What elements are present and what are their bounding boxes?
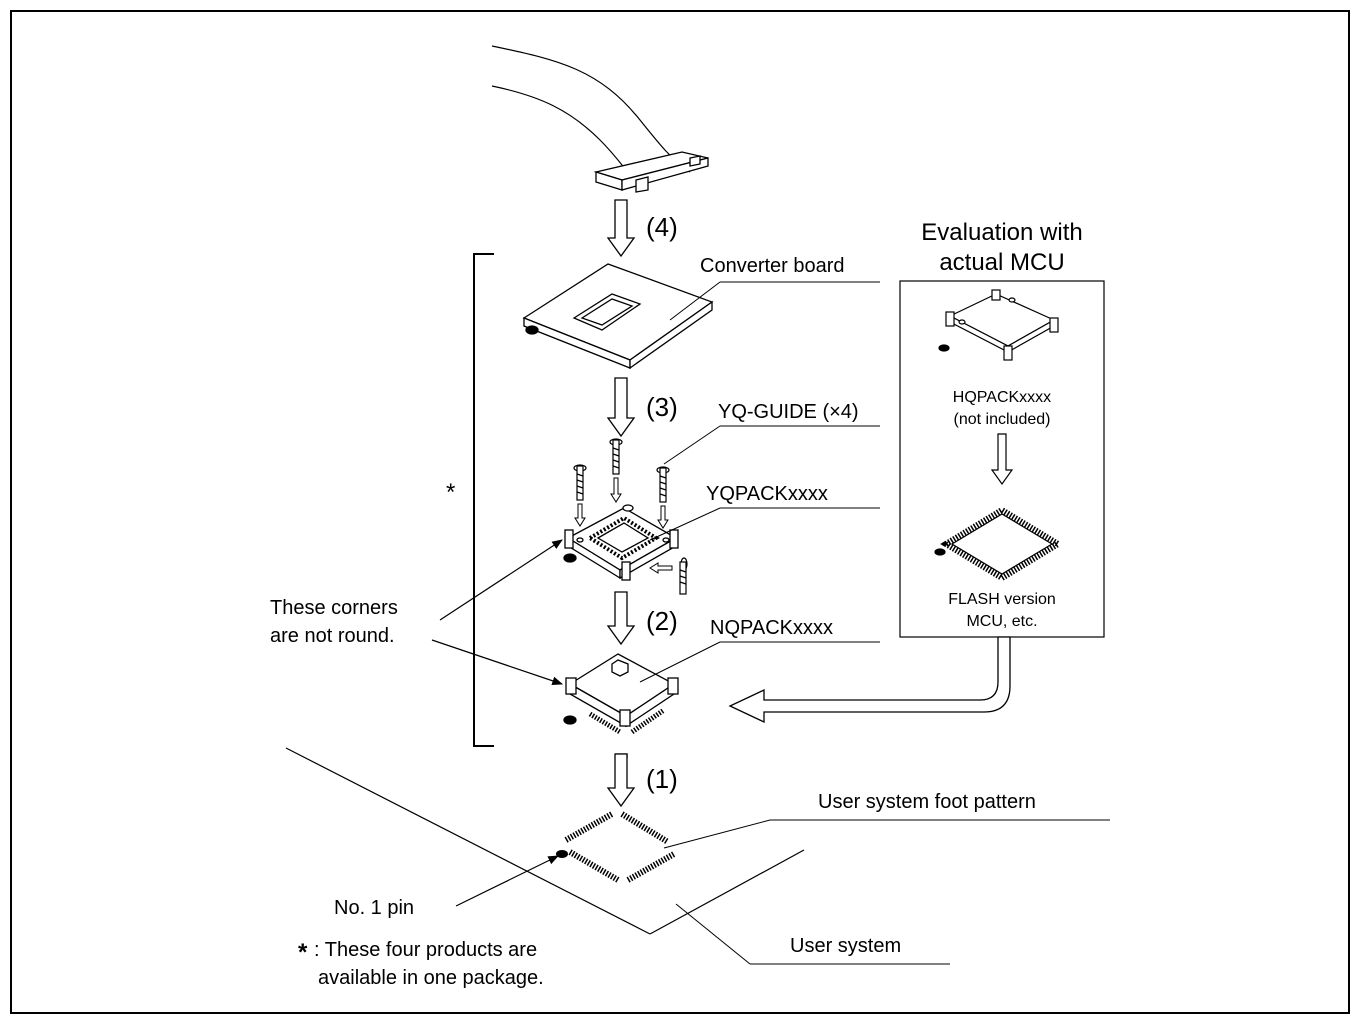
no1-pin-label: No. 1 pin [334,897,414,919]
pin1-marker [556,850,568,858]
corners-arrow-nqpack [431,639,564,685]
step-label-3: (3) [646,392,678,422]
hqpack-label: HQPACKxxxx [953,389,1051,406]
yq-guide-screws [573,438,688,595]
yq-guide-label: YQ-GUIDE (×4) [718,401,859,423]
hqpack-to-mcu-arrow [990,433,1014,486]
nqpack-leader [639,641,721,683]
evaluation-return-arrow [728,636,1011,724]
hollow-arrow-4 [606,199,636,258]
cable-connector [593,151,709,193]
nqpack-label: NQPACKxxxx [710,617,833,639]
no1-pin-arrow [455,855,559,907]
flat-cable [491,45,691,173]
screw-arrows [574,477,673,574]
foot-pattern-leader [663,819,771,849]
yqpack-label: YQPACKxxxx [706,483,828,505]
user-system-label: User system [790,935,901,957]
yqpack-leader [649,507,721,541]
user-system-leader [675,903,751,965]
user-system-board [285,747,805,935]
corners-note-line2: are not round. [270,625,395,647]
user-system-foot-pattern [564,811,676,883]
converter-board [522,263,714,370]
evaluation-title-line2: actual MCU [939,249,1064,276]
converter-board-label: Converter board [700,255,845,277]
package-bracket [473,253,494,747]
evaluation-title-line1: Evaluation with [921,219,1082,246]
bracket-star: * [446,479,455,506]
step-label-4: (4) [646,212,678,242]
flash-mcu-label: FLASH version [948,591,1056,608]
corners-arrow-yqpack [439,539,563,621]
step-label-2: (2) [646,606,678,636]
nqpack [563,653,679,735]
yqpack [563,504,679,581]
hollow-arrow-1 [606,753,636,808]
hqpack-note: (not included) [954,411,1051,428]
step-label-1: (1) [646,764,678,794]
diagram-frame [10,10,1350,1014]
footnote-star: * [298,939,308,966]
foot-pattern-label: User system foot pattern [818,791,1036,813]
flash-mcu-note: MCU, etc. [966,613,1037,630]
hollow-arrow-2 [606,591,636,646]
hqpack [938,289,1059,361]
yq-guide-leader [663,425,721,465]
hollow-arrow-3 [606,377,636,438]
converter-board-leader [669,281,721,321]
flash-mcu-chip [934,506,1064,582]
corners-note-line1: These corners [270,597,398,619]
footnote-line2: available in one package. [318,967,544,989]
footnote-line1: : These four products are [314,939,537,961]
